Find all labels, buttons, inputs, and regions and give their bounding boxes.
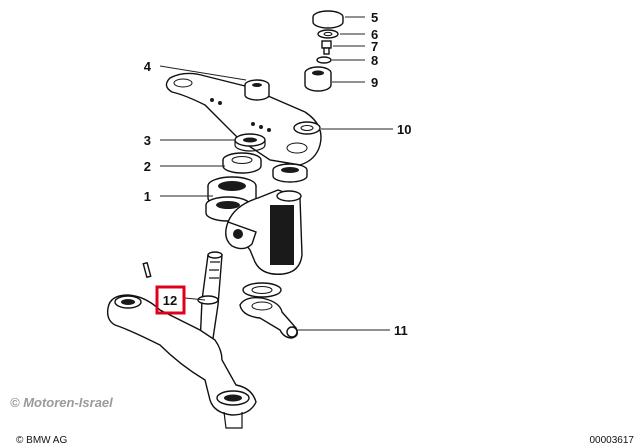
lower-seal-part[interactable] <box>242 282 282 298</box>
callout-5[interactable]: 5 <box>371 10 378 25</box>
cap-nut-part[interactable] <box>312 10 344 29</box>
highlight-box-12 <box>155 285 186 315</box>
callout-11[interactable]: 11 <box>394 323 408 338</box>
rubber-grommet-part[interactable] <box>244 79 270 101</box>
callout-2[interactable]: 2 <box>144 159 151 174</box>
spring-washer-part[interactable] <box>316 56 332 64</box>
callout-9[interactable]: 9 <box>371 75 378 90</box>
callout-8[interactable]: 8 <box>371 53 378 68</box>
callout-3[interactable]: 3 <box>144 133 151 148</box>
callouts: 1 2 3 4 5 6 7 8 9 10 11 12 <box>144 10 412 338</box>
leader-line-12 <box>184 297 206 301</box>
dust-cover-part[interactable] <box>234 133 266 152</box>
adjusting-nut-part[interactable] <box>304 66 332 92</box>
callout-1[interactable]: 1 <box>144 189 151 204</box>
callout-4[interactable]: 4 <box>144 59 152 74</box>
leader-line-4 <box>159 65 247 81</box>
washer-part[interactable] <box>317 29 339 39</box>
upper-fork-bridge-part[interactable] <box>165 72 322 166</box>
lower-fork-bridge-part[interactable] <box>106 294 257 429</box>
callout-6[interactable]: 6 <box>371 27 378 42</box>
diagram-number: 00003617 <box>590 435 635 446</box>
callout-10[interactable]: 10 <box>397 122 411 137</box>
steering-lock-lever-part[interactable] <box>239 296 299 339</box>
watermark-text: © Motoren-Israel <box>10 395 113 410</box>
pin-part[interactable] <box>142 261 152 279</box>
upper-seal-part[interactable] <box>272 163 308 183</box>
screw-part[interactable] <box>321 40 332 55</box>
callout-12[interactable]: 12 <box>163 293 177 308</box>
copyright-text: © BMW AG <box>16 435 67 446</box>
callout-7[interactable]: 7 <box>371 39 378 54</box>
leader-lines <box>159 16 393 331</box>
bearing-race-part[interactable] <box>222 152 262 174</box>
ring-washer-part[interactable] <box>293 121 321 135</box>
steering-head-tube-part[interactable] <box>225 189 303 275</box>
